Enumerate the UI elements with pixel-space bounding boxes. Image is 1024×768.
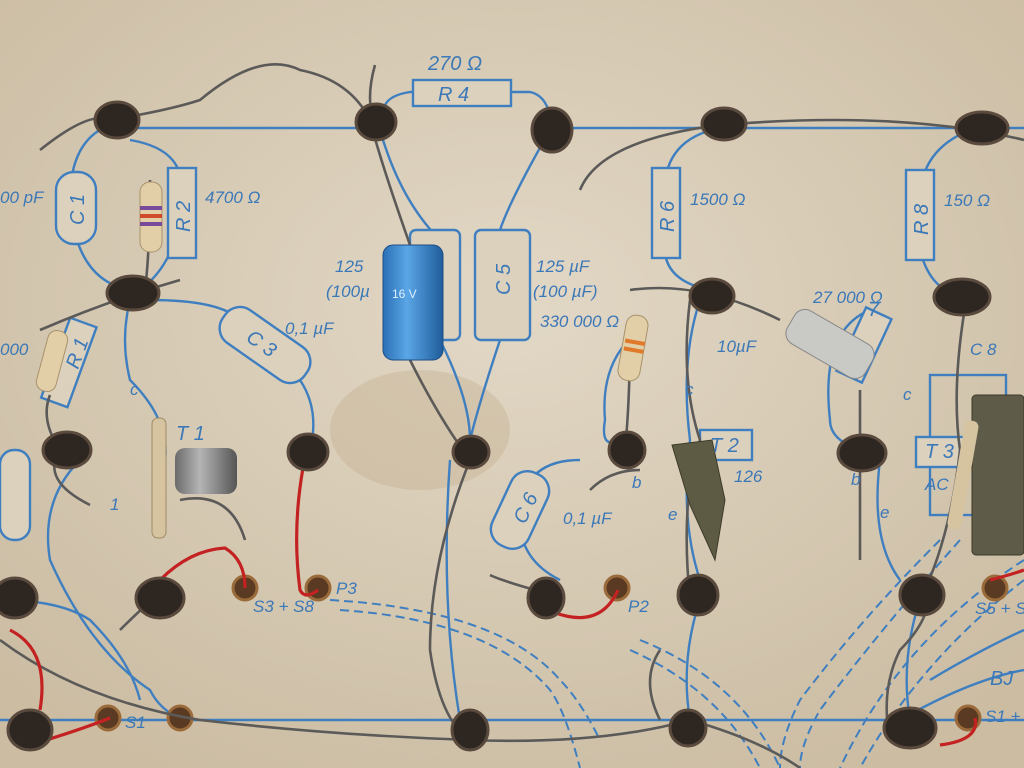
t2-type-label: 126	[734, 467, 763, 486]
r4-label: R 4	[438, 84, 469, 106]
cap-voltage-label: 16 V	[392, 287, 417, 301]
c8-label: C 8	[970, 340, 997, 359]
r4-value-label: 270 Ω	[427, 53, 482, 75]
c5-value-alt-label: (100 µF)	[533, 282, 598, 301]
transistor-t2	[671, 439, 726, 562]
pin-c-label: c	[903, 385, 912, 404]
pin-e-label: e	[668, 505, 677, 524]
c5-value-label: 125 µF	[536, 257, 591, 276]
pin-e-label: e	[880, 503, 889, 522]
r2-outline	[166, 166, 198, 260]
pin-c-label: c	[685, 380, 694, 399]
film-capacitor-10uf	[785, 308, 875, 380]
c3-outline	[218, 305, 312, 385]
stain	[330, 370, 510, 490]
c1-label: C 1	[67, 194, 89, 225]
r6-outline	[650, 166, 682, 260]
resistor-330k-part	[617, 314, 649, 382]
s1-left-label: S1	[125, 713, 146, 732]
resistor-r2-part	[139, 181, 163, 253]
c4-value-alt-label: (100µ	[326, 282, 370, 301]
coil-terminals	[0, 100, 1010, 752]
c6-outline	[489, 470, 551, 550]
pin-1-label: 1	[110, 495, 119, 514]
c6-value-label: 0,1 µF	[563, 509, 613, 528]
t2-label: T 2	[710, 435, 739, 457]
r7-label: 7	[868, 299, 880, 321]
r8-outline	[904, 168, 936, 262]
t3-label: T 3	[925, 441, 954, 463]
pin-c-label: c	[130, 380, 139, 399]
c1-value-label: 00 pF	[0, 188, 45, 207]
p2-label: P2	[628, 597, 649, 616]
r2-label: R 2	[173, 201, 195, 232]
r-27k-label: 27 000 Ω	[812, 288, 883, 307]
left-cap-outline	[0, 448, 32, 542]
r8-value-label: 150 Ω	[944, 191, 990, 210]
board-text: 270 Ω R 4 00 pF C 1 R 2 4700 Ω R 6 1500 …	[0, 53, 1024, 732]
pin-b-label: b	[632, 473, 641, 492]
c4-value-label: 125	[335, 257, 364, 276]
p3-label: P3	[336, 579, 357, 598]
t3-type-label: AC	[924, 475, 949, 494]
c1-outline	[54, 170, 98, 246]
r6-label: R 6	[657, 200, 679, 232]
r4-outline	[411, 78, 513, 108]
r2-value-label: 4700 Ω	[205, 188, 261, 207]
s1-right-label: S1 +	[985, 707, 1021, 726]
r6-value-label: 1500 Ω	[690, 190, 746, 209]
r8-label: R 8	[911, 204, 933, 235]
pin-b-label: b	[851, 470, 860, 489]
s5-label: S5 + S	[975, 599, 1024, 618]
bj-label: BJ	[990, 668, 1014, 690]
red-wires	[9, 467, 1024, 747]
r1-value-label: 000	[0, 340, 29, 359]
electrolytic-capacitor-16v: 16 V	[382, 244, 444, 361]
c5-label: C 5	[493, 263, 515, 295]
s3-s8-label: S3 + S8	[253, 597, 315, 616]
t1-label: T 1	[176, 423, 205, 445]
transistor-t3-heatsink	[947, 394, 1024, 556]
c5-outline	[473, 228, 532, 342]
transistor-t1	[151, 417, 237, 539]
solder-holes	[94, 574, 1009, 732]
r-330k-label: 330 000 Ω	[540, 312, 619, 331]
c3-value-label: 0,1 µF	[285, 319, 335, 338]
resistor-r1-part	[35, 329, 69, 393]
c-10uf-label: 10µF	[717, 337, 758, 356]
